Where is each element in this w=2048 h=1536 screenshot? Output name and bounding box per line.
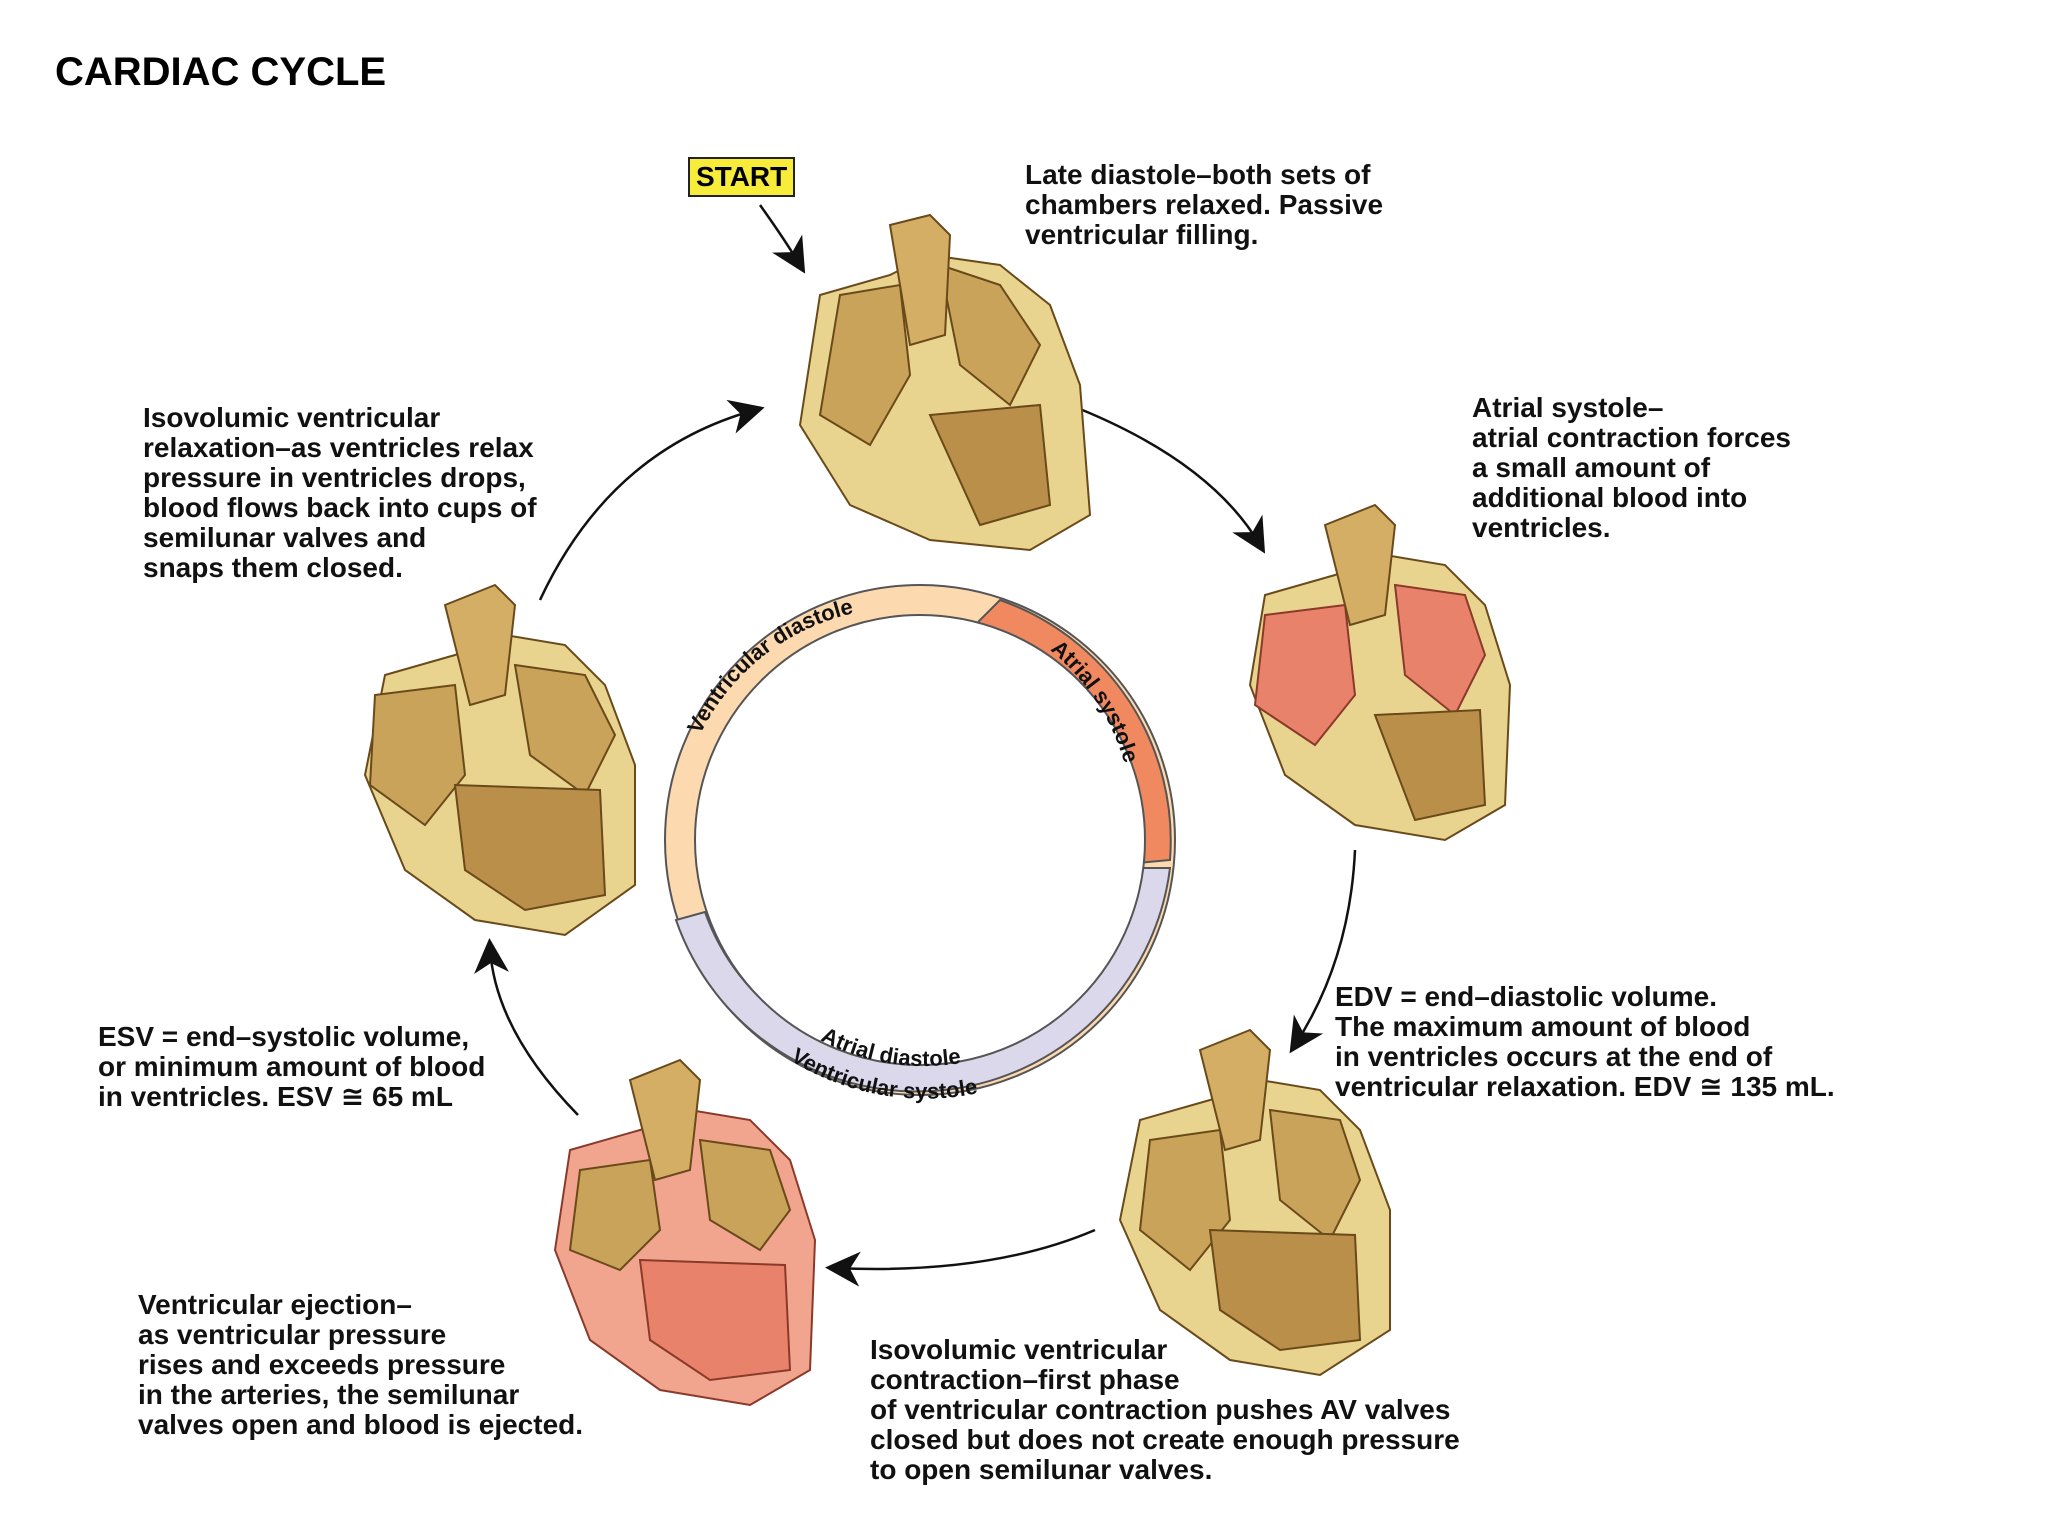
caption-ventricular-ejection: Ventricular ejection– as ventricular pre… [138, 1289, 584, 1440]
caption-isovolumic-contraction: Isovolumic ventricular contraction–first… [870, 1334, 1460, 1485]
arrow-contraction-to-ejection [825, 1228, 1096, 1287]
caption-isovolumic-relaxation: Isovolumic ventricular relaxation–as ven… [143, 402, 537, 583]
cycle-ring [664, 584, 1176, 1096]
heart-isovolumic-contraction [1118, 1028, 1391, 1377]
page-title: CARDIAC CYCLE [55, 50, 387, 94]
heart-isovolumic-relaxation [363, 583, 636, 937]
cycle-arrows [474, 204, 1357, 1287]
arrow-start [758, 204, 806, 274]
arrow-ejection-to-esv [474, 938, 579, 1116]
heart-atrial-systole [1248, 503, 1512, 842]
start-label: START [688, 157, 796, 197]
arrow-relaxation-to-late [538, 399, 765, 601]
arrow-atrial-to-edv [1289, 849, 1357, 1054]
caption-edv: EDV = end–diastolic volume. The maximum … [1335, 981, 1835, 1102]
heart-late-diastole [798, 213, 1092, 552]
caption-atrial-systole: Atrial systole– atrial contraction force… [1472, 392, 1791, 543]
arrow-late-to-atrial [1069, 403, 1266, 554]
caption-late-diastole: Late diastole–both sets of chambers rela… [1025, 159, 1384, 250]
heart-ventricular-ejection [553, 1058, 817, 1407]
caption-esv: ESV = end–systolic volume, or minimum am… [98, 1021, 486, 1112]
